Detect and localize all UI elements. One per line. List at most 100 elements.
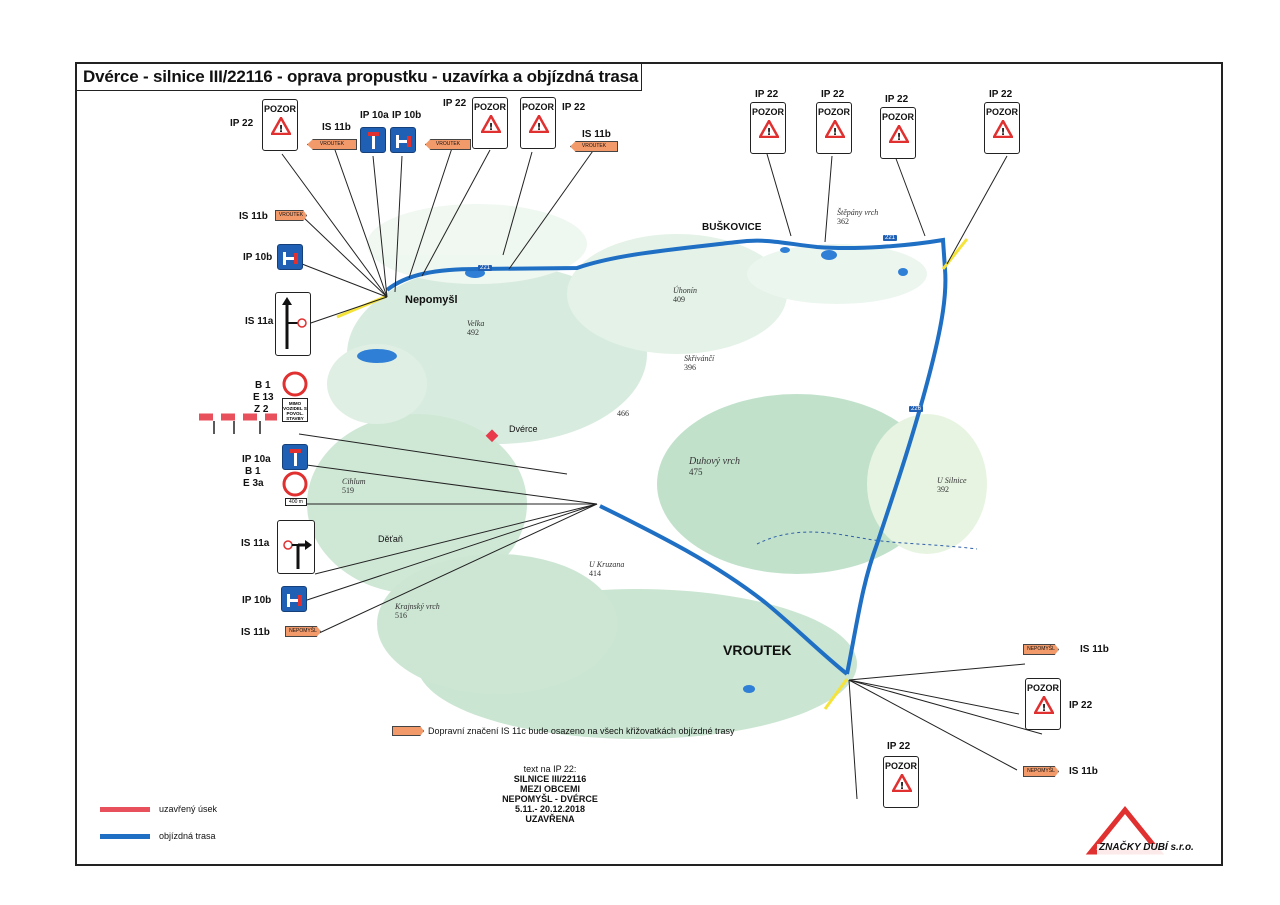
- label-is11b-3: IS 11b: [239, 211, 268, 222]
- no-entry-sign-b1: [282, 371, 308, 397]
- sign-ip10a-dead-end: [360, 127, 386, 153]
- hill-name: Krajnský vrch: [395, 602, 440, 611]
- hill-elevation: 466: [617, 409, 629, 418]
- closed-segment: [199, 413, 277, 434]
- title-divider: [641, 64, 642, 91]
- label-ip22-2: IP 22: [443, 98, 467, 109]
- hill-elevation: 392: [937, 485, 949, 494]
- legend-closed-swatch: [100, 807, 150, 812]
- arrow-sign-vroutek-4: VROUTEK: [275, 210, 307, 221]
- sign-ip10b-side-dead-end: [390, 127, 416, 153]
- label-ip22-3: IP 22: [562, 102, 586, 113]
- label-is11b-1: IS 11b: [322, 122, 351, 133]
- svg-text:!: !: [897, 132, 902, 143]
- sign-ip10b-3: [281, 586, 307, 612]
- detour-scheme-icon: [282, 297, 307, 349]
- label-is11a-2: IS 11a: [241, 538, 270, 549]
- ip22-text-block: text na IP 22: SILNICE III/22116 MEZI OB…: [475, 764, 625, 824]
- company-logo-text: ZNAČKY DUBÍ s.r.o.: [1099, 842, 1194, 853]
- label-is11b-2: IS 11b: [582, 129, 611, 140]
- warning-triangle-icon: !: [481, 115, 501, 133]
- title-underline: [77, 90, 642, 91]
- label-ip22-5: IP 22: [821, 89, 845, 100]
- arrow-sign-nepomysl-3: NEPOMYŠL: [1023, 766, 1059, 777]
- hill-elevation: 519: [342, 486, 354, 495]
- arrow-sign-vroutek-3: VROUTEK: [570, 141, 618, 152]
- label-e13: E 13: [253, 392, 274, 403]
- svg-text:!: !: [1001, 127, 1006, 138]
- label-ip10b-2: IP 10b: [243, 252, 273, 263]
- legend-detour-label: objízdná trasa: [159, 831, 216, 841]
- boundary-line: [756, 531, 978, 550]
- dead-end-icon: [368, 132, 379, 149]
- hill-elevation: 409: [673, 295, 685, 304]
- legend-closed-label: uzavřený úsek: [159, 804, 218, 814]
- sign-pozor-6: POZOR !: [880, 107, 916, 159]
- hill-elevation: 414: [589, 569, 601, 578]
- sign-pozor-text: POZOR: [817, 107, 850, 117]
- sign-pozor-9: POZOR !: [883, 756, 919, 808]
- sign-pozor-text: POZOR: [751, 107, 784, 117]
- sign-pozor-5: POZOR !: [816, 102, 852, 154]
- hill-name: Velka: [467, 319, 485, 328]
- hill-name: Cihlum: [342, 477, 366, 486]
- sign-pozor-text: POZOR: [884, 761, 917, 771]
- hill-name: U Kruzana: [589, 560, 625, 569]
- sign-e13-plate: MIMO VOZIDEL S POVOL. STAVBY: [282, 398, 308, 422]
- ip22-text-line: text na IP 22:: [523, 764, 577, 774]
- label-ip22-4: IP 22: [755, 89, 779, 100]
- place-buskovice: BUŠKOVICE: [702, 222, 762, 233]
- hill-name: Duhový vrch: [689, 456, 740, 467]
- terrain-layer: [307, 204, 987, 739]
- arrow-sign-vroutek-2: VROUTEK: [425, 139, 471, 150]
- hill-name: Skřivánčí: [684, 354, 715, 363]
- place-dverce: Dvérce: [509, 424, 538, 434]
- warning-triangle-icon: !: [892, 774, 912, 792]
- svg-text:!: !: [279, 124, 284, 135]
- side-dead-end-icon: [283, 252, 298, 265]
- road-stub-buskovice: [941, 238, 969, 270]
- sign-pozor-text: POZOR: [1026, 683, 1059, 693]
- sign-pozor-text: POZOR: [881, 112, 914, 122]
- sign-is11a-2: [277, 520, 315, 574]
- no-entry-sign-b1-2: [282, 471, 308, 497]
- notice-arrow-icon: [392, 726, 424, 736]
- label-b1-2: B 1: [245, 466, 261, 477]
- map-title: Dvérce - silnice III/22116 - oprava prop…: [83, 67, 639, 86]
- map-canvas: [199, 147, 1043, 800]
- ip22-text-line: MEZI OBCEMI: [520, 784, 580, 794]
- label-is11b-6: IS 11b: [1069, 766, 1098, 777]
- arrow-sign-vroutek-1: VROUTEK: [307, 139, 357, 150]
- sign-is11a-1: [275, 292, 311, 356]
- hill-label: 466: [617, 409, 629, 418]
- label-ip22-8: IP 22: [1069, 700, 1093, 711]
- detour-turn-icon: [283, 540, 312, 569]
- label-ip22-1: IP 22: [230, 118, 254, 129]
- ip22-text-line: NEPOMYŠL - DVÉRCE: [502, 794, 598, 804]
- detour-route-south: [599, 504, 849, 676]
- closure-marker: [485, 429, 499, 443]
- label-ip22-6: IP 22: [885, 94, 909, 105]
- label-ip10a-2: IP 10a: [242, 454, 271, 465]
- hill-elevation: 516: [395, 611, 407, 620]
- road-number-226: 226: [909, 406, 924, 412]
- label-is11b-4: IS 11b: [241, 627, 270, 638]
- warning-triangle-icon: !: [271, 117, 291, 135]
- label-ip22-7: IP 22: [989, 89, 1013, 100]
- sign-pozor-7: POZOR !: [984, 102, 1020, 154]
- company-logo: [1085, 806, 1215, 856]
- svg-text:!: !: [537, 122, 542, 133]
- sign-pozor-text: POZOR: [473, 102, 506, 112]
- sign-pozor-8: POZOR !: [1025, 678, 1061, 730]
- sign-pozor-text: POZOR: [985, 107, 1018, 117]
- legend-detour-swatch: [100, 834, 150, 839]
- label-ip22-9: IP 22: [887, 741, 911, 752]
- road-number-221: 221: [478, 265, 493, 271]
- sign-ip10a-2: [282, 444, 308, 470]
- svg-text:!: !: [900, 781, 905, 792]
